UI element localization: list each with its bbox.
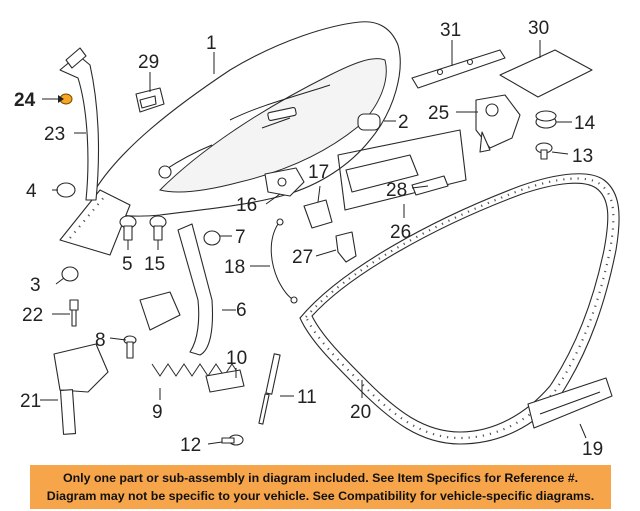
bolt-13 [535, 142, 553, 160]
actuator-21 [53, 343, 109, 435]
callout-16: 16 [236, 195, 257, 216]
callout-7: 7 [235, 227, 246, 248]
hinge-6 [139, 223, 214, 356]
strut-11 [258, 353, 281, 425]
latch-16 [264, 167, 305, 197]
callout-5: 5 [122, 254, 133, 275]
bumper-2 [357, 113, 381, 131]
callout-11: 11 [297, 387, 317, 408]
callout-4: 4 [26, 181, 37, 202]
callout-10: 10 [226, 348, 247, 369]
disclaimer-line-2: Diagram may not be specific to your vehi… [46, 489, 595, 503]
callout-9: 9 [152, 402, 163, 423]
leader-lines [40, 40, 587, 445]
callout-23: 23 [44, 124, 65, 145]
callout-12: 12 [180, 435, 201, 456]
seal-20 [299, 173, 620, 445]
trunk-lid [59, 21, 401, 256]
callout-21: 21 [20, 391, 41, 412]
callout-17: 17 [308, 162, 329, 183]
plate-30 [499, 49, 593, 98]
callout-24: 24 [14, 90, 36, 111]
cap-14 [535, 110, 557, 129]
callout-1: 1 [206, 33, 217, 54]
cable-18 [270, 218, 298, 304]
callout-19: 19 [582, 439, 603, 460]
callout-28: 28 [386, 180, 407, 201]
actuator-25 [475, 94, 521, 153]
trim-19 [527, 377, 613, 429]
callout-15: 15 [144, 254, 165, 275]
stud-22 [69, 299, 79, 327]
callout-8: 8 [95, 330, 106, 351]
callout-3: 3 [30, 275, 41, 296]
bolt-12 [221, 434, 244, 446]
bumper-7 [203, 230, 221, 246]
callout-18: 18 [224, 257, 245, 278]
trim-strip [59, 47, 100, 201]
callout-13: 13 [572, 146, 593, 167]
callout-27: 27 [292, 247, 313, 268]
grommet-15 [149, 215, 167, 241]
bracket-29 [135, 87, 165, 113]
callout-30: 30 [528, 18, 549, 39]
bumper-3 [61, 266, 79, 282]
callout-26: 26 [390, 222, 411, 243]
grommet-4 [56, 182, 76, 198]
striker-17 [303, 199, 333, 229]
callout-29: 29 [138, 52, 159, 73]
callout-25: 25 [428, 103, 449, 124]
bracket-10 [205, 369, 245, 393]
callout-labels: 1 2 3 4 5 6 7 8 9 10 11 12 13 14 15 16 1… [14, 18, 603, 460]
disclaimer-line-1: Only one part or sub-assembly in diagram… [62, 471, 579, 485]
strip-31 [411, 49, 506, 89]
bracket-27 [335, 231, 357, 263]
callout-20: 20 [350, 402, 371, 423]
disclaimer-banner: Only one part or sub-assembly in diagram… [30, 465, 611, 509]
callout-22: 22 [22, 305, 43, 326]
callout-14: 14 [574, 113, 596, 134]
callout-2: 2 [398, 112, 409, 133]
handle-assembly-box [337, 129, 467, 211]
bumper-5 [119, 215, 137, 241]
callout-6: 6 [236, 300, 247, 321]
callout-31: 31 [440, 20, 461, 41]
bolt-8 [123, 335, 137, 359]
